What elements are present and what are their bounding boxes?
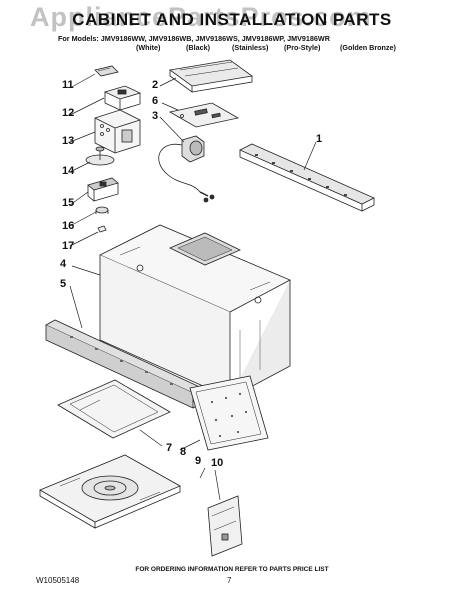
- callout-16: 16: [62, 220, 75, 232]
- callout-15: 15: [62, 197, 75, 209]
- part-7-plate: [57, 379, 171, 439]
- part-17-screw: [97, 225, 107, 233]
- callout-11: 11: [62, 79, 74, 91]
- document-number: W10505148: [36, 576, 80, 585]
- color-pro-style: (Pro-Style): [284, 43, 321, 52]
- callout-9: 9: [195, 455, 202, 467]
- callout-2: 2: [152, 79, 159, 91]
- page-number: 7: [227, 576, 232, 585]
- callout-12: 12: [62, 107, 75, 119]
- color-golden-bronze: (Golden Bronze): [340, 43, 396, 52]
- color-white: (White): [136, 43, 161, 52]
- callout-14: 14: [62, 165, 75, 177]
- callout-17: 17: [62, 240, 75, 252]
- callout-6: 6: [152, 95, 159, 107]
- color-stainless: (Stainless): [232, 43, 269, 52]
- callout-7: 7: [166, 442, 173, 454]
- callout-10: 10: [211, 457, 224, 469]
- callout-1: 1: [316, 133, 323, 145]
- part-6-vent-plate: [168, 102, 240, 128]
- part-11-label-plate: [94, 65, 119, 77]
- part-13-bracket: [94, 109, 141, 154]
- callout-13: 13: [62, 135, 75, 147]
- callout-5: 5: [60, 278, 67, 290]
- part-16-clip: [95, 206, 109, 214]
- watermark: AppliancePartsPros.com: [30, 2, 372, 32]
- color-black: (Black): [186, 43, 210, 52]
- part-8-grille-panel: [189, 375, 269, 451]
- part-3-motor-cable: [158, 135, 215, 203]
- leader-lines: [69, 73, 317, 501]
- callout-3: 3: [152, 110, 159, 122]
- part-2-top-bar: [168, 59, 254, 93]
- part-4-cabinet: [99, 224, 291, 399]
- part-12-block: [103, 85, 142, 111]
- callout-4: 4: [60, 258, 67, 270]
- part-15-switch: [87, 177, 119, 202]
- callout-8: 8: [180, 446, 187, 458]
- page-title: CABINET AND INSTALLATION PARTS: [72, 10, 392, 29]
- part-14-disc: [85, 146, 115, 166]
- part-10-side-bracket: [207, 495, 243, 557]
- models-line: For Models: JMV9186WW, JMV9186WB, JMV918…: [58, 34, 330, 43]
- part-9-bottom-plate: [39, 454, 181, 529]
- ordering-note: FOR ORDERING INFORMATION REFER TO PARTS …: [135, 566, 329, 573]
- part-5-trim-strip: [45, 319, 203, 409]
- part-1-rail-bracket: [239, 143, 375, 212]
